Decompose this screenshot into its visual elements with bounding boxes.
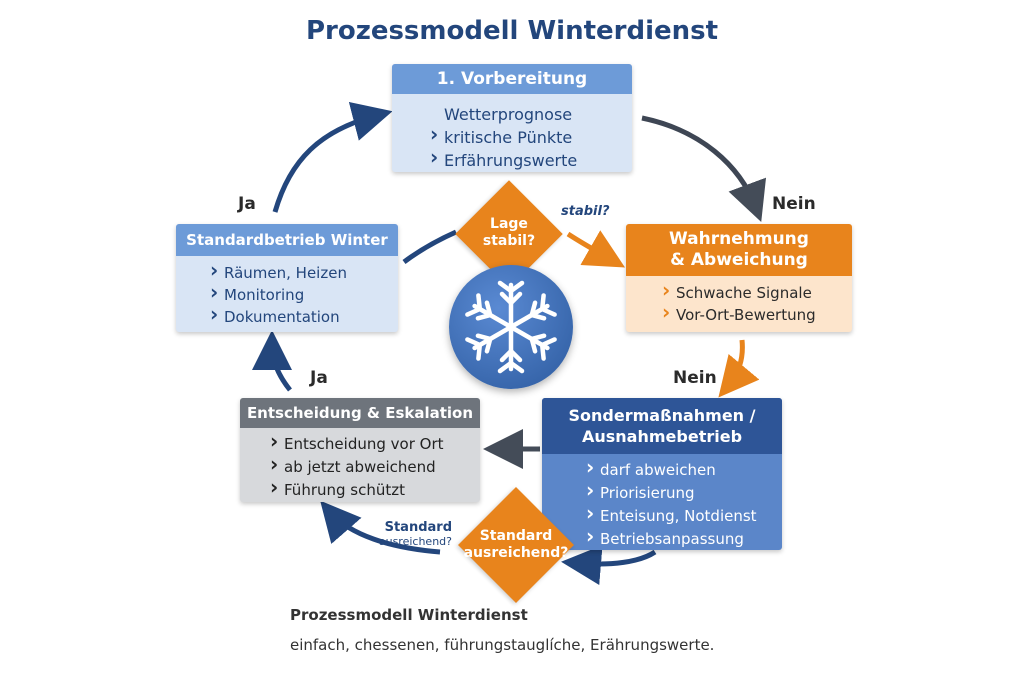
perception-item: Schwache Signale <box>662 279 852 304</box>
arrow-sufficient-to-decision <box>320 500 441 555</box>
sufficient-decision-text: Standard ausreichend? <box>451 528 581 562</box>
sufficient-side-line2: ausreichend? <box>378 535 452 548</box>
arrow-stable-to-perception <box>566 230 626 268</box>
stable-decision-line1: Lage <box>490 216 528 232</box>
special-measures-item: darf abweichen <box>586 456 782 482</box>
preparation-box: 1. Vorbereitung Wetterprognose kritische… <box>392 64 632 172</box>
edge-label-nein-top: Nein <box>772 194 816 214</box>
perception-box: Wahrnehmung & Abweichung Schwache Signal… <box>626 224 852 332</box>
stable-decision-text: Lage stabil? <box>459 216 559 250</box>
perception-title-line1: Wahrnehmung <box>669 229 809 249</box>
arrow-decision-to-standard <box>252 330 293 392</box>
special-measures-title-line1: Sondermaßnahmen / <box>568 406 756 425</box>
stable-side-label: stabil? <box>561 204 610 219</box>
sufficient-side-label: Standard ausreichend? <box>372 520 452 548</box>
decision-item: Entscheidung vor Ort <box>270 430 480 456</box>
special-measures-box: Sondermaßnahmen / Ausnahmebetrieb darf a… <box>542 398 782 550</box>
special-measures-title-line2: Ausnahmebetrieb <box>581 427 743 446</box>
arrow-standard-to-stable <box>402 229 458 265</box>
standard-operation-box: Standardbetrieb Winter Räumen, Heizen Mo… <box>176 224 398 332</box>
sufficient-decision-line2: ausreichend? <box>463 545 569 561</box>
standard-operation-title: Standardbetrieb Winter <box>176 224 398 256</box>
edge-label-nein-mid: Nein <box>673 368 717 388</box>
special-measures-item: Priorisierung <box>586 479 782 505</box>
standard-operation-item: Dokumentation <box>210 303 398 328</box>
snowflake-emblem <box>449 265 573 389</box>
sufficient-side-line1: Standard <box>384 520 452 535</box>
arrow-standard-to-preparation <box>272 101 393 213</box>
decision-title: Entscheidung & Eskalation <box>240 398 480 428</box>
standard-operation-item: Monitoring <box>210 281 398 306</box>
perception-title-line2: & Abweichung <box>670 250 808 270</box>
special-measures-item: Betriebsanpassung <box>586 525 782 550</box>
standard-operation-item: Räumen, Heizen <box>210 259 398 284</box>
edge-label-ja-mid: Ja <box>310 368 328 388</box>
decision-box: Entscheidung & Eskalation Entscheidung v… <box>240 398 480 502</box>
decision-item: ab jetzt abweichend <box>270 453 480 479</box>
perception-item: Vor-Ort-Bewertung <box>662 301 852 326</box>
edge-label-ja-top: Ja <box>238 194 256 214</box>
special-measures-title: Sondermaßnahmen / Ausnahmebetrieb <box>542 398 782 454</box>
stable-decision-line2: stabil? <box>482 233 536 249</box>
sufficient-decision-line1: Standard <box>479 528 553 544</box>
perception-title: Wahrnehmung & Abweichung <box>626 224 852 276</box>
decision-item: Führung schützt <box>270 476 480 502</box>
preparation-title: 1. Vorbereitung <box>392 64 632 94</box>
arrow-perception-to-special <box>718 339 760 398</box>
arrow-preparation-to-perception <box>641 115 767 223</box>
footer-subtitle: einfach, chessenen, führungstauglíche, E… <box>290 636 715 654</box>
special-measures-item: Enteisung, Notdienst <box>586 502 782 528</box>
snowflake-icon <box>465 280 557 374</box>
preparation-item: kritische Pünkte <box>430 123 632 149</box>
preparation-item: Erfährungswerte <box>430 146 632 172</box>
footer-title: Prozessmodell Winterdienst <box>290 606 528 624</box>
page-title: Prozessmodell Winterdienst <box>305 16 719 46</box>
preparation-item: Wetterprognose <box>444 105 573 124</box>
arrow-special-to-sufficient <box>561 545 657 586</box>
